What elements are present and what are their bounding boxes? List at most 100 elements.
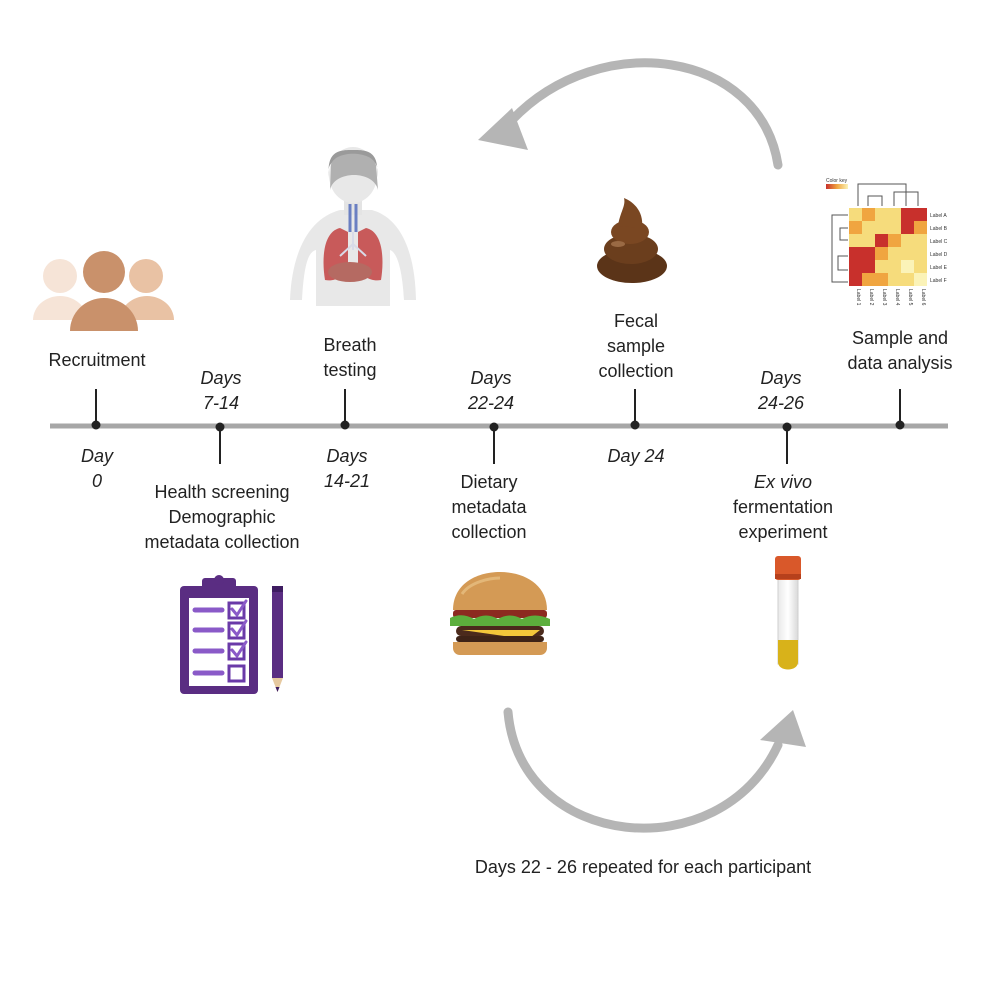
timeline-label-below-2: Days 14-21 — [324, 444, 370, 494]
timeline-label-above-6: Sample and data analysis — [847, 326, 952, 376]
timeline-label-line: 7-14 — [202, 393, 240, 413]
heatmap-cell — [914, 234, 927, 247]
heatmap-cell — [875, 234, 888, 247]
heatmap-row-label: Label E — [930, 265, 948, 271]
heatmap-cell — [901, 208, 914, 221]
heatmap-cell — [849, 247, 862, 260]
timeline-label-line: 22-24 — [467, 393, 515, 413]
heatmap-col-label: Label 4 — [894, 289, 900, 306]
heatmap-cell — [875, 221, 888, 234]
timeline-label-above-3: Days 22-24 — [468, 366, 514, 416]
heatmap-cell — [888, 260, 901, 273]
heatmap-cell — [888, 221, 901, 234]
timeline-label-line: Breath — [323, 335, 377, 355]
tick-dot-above-3 — [895, 420, 905, 430]
timeline-label-above-2: Breath testing — [323, 333, 376, 383]
heatmap-cell — [888, 208, 901, 221]
clipboard-checklist-icon — [180, 575, 258, 694]
timeline-label-below-5: Ex vivo fermentation experiment — [733, 470, 833, 545]
heatmap-cell — [914, 260, 927, 273]
heatmap-cell — [849, 234, 862, 247]
heatmap-row-label: Label D — [930, 252, 948, 258]
tick-dot-above-1 — [340, 420, 350, 430]
heatmap-grid — [849, 208, 927, 286]
heatmap-cell — [914, 221, 927, 234]
heatmap-cell — [901, 273, 914, 286]
timeline-label-line: 0 — [91, 471, 103, 491]
timeline-label-line: collection — [451, 522, 527, 542]
timeline-label-line: testing — [323, 360, 377, 380]
heatmap-cell — [901, 221, 914, 234]
timeline-label-line: Days — [200, 368, 242, 388]
heatmap-cell — [862, 260, 875, 273]
timeline-label-line: sample — [606, 336, 666, 356]
heatmap-cell — [901, 247, 914, 260]
heatmap-col-label: Label 6 — [920, 289, 926, 306]
burger-icon — [450, 572, 550, 655]
human-lungs-icon — [290, 147, 416, 306]
heatmap-cell — [849, 221, 862, 234]
timeline-label-line: Days — [760, 368, 802, 388]
heatmap-col-label: Label 2 — [868, 289, 874, 306]
timeline-label-line: Days — [326, 446, 368, 466]
pencil-icon — [272, 586, 283, 692]
timeline-label-line: Health screening — [154, 482, 290, 502]
heatmap-cell — [875, 273, 888, 286]
fecal-sample-icon — [597, 198, 667, 283]
timeline-label-line: Day 24 — [607, 446, 665, 466]
timeline-label-line: Dietary — [460, 472, 518, 492]
heatmap-cell — [914, 208, 927, 221]
heatmap-cell — [849, 260, 862, 273]
timeline-label-line: Demographic — [168, 507, 276, 527]
heatmap-cell — [849, 273, 862, 286]
timeline-label-line: 14-21 — [323, 471, 371, 491]
timeline-label-line: Day — [80, 446, 114, 466]
heatmap-col-label: Label 1 — [855, 289, 861, 306]
heatmap-cell — [862, 221, 875, 234]
timeline-label-line: metadata — [451, 497, 527, 517]
heatmap-row-label: Label F — [930, 278, 947, 284]
timeline-label-line: Ex vivo — [753, 472, 813, 492]
timeline-label-line: fermentation — [732, 497, 834, 517]
heatmap-cell — [875, 260, 888, 273]
timeline-label-line: experiment — [738, 522, 828, 542]
tick-dot-below-1 — [489, 422, 499, 432]
heatmap-col-label: Label 5 — [907, 289, 913, 306]
heatmap-cell — [875, 247, 888, 260]
timeline-label-line: Sample and — [851, 328, 949, 348]
tick-dot-below-2 — [782, 422, 792, 432]
test-tube-icon — [775, 556, 801, 670]
heatmap-cell — [901, 260, 914, 273]
timeline-label-below-0: Day 0 — [81, 444, 113, 494]
tick-dot-above-0 — [91, 420, 101, 430]
timeline-label-below-4: Day 24 — [607, 444, 664, 469]
heatmap-cell — [914, 247, 927, 260]
heatmap-cell — [888, 273, 901, 286]
heatmap-cell — [901, 234, 914, 247]
timeline-label-line: collection — [598, 361, 674, 381]
timeline-label-line: data analysis — [847, 353, 953, 373]
heatmap-cell — [862, 208, 875, 221]
heatmap-cell — [914, 273, 927, 286]
timeline-label-line: Recruitment — [48, 350, 146, 370]
heatmap-cell — [862, 273, 875, 286]
heatmap-cell — [849, 208, 862, 221]
timeline-label-above-0: Recruitment — [48, 348, 145, 373]
tick-dot-above-2 — [630, 420, 640, 430]
timeline-label-below-3: Dietary metadata collection — [451, 470, 526, 545]
timeline-label-line: Days — [470, 368, 512, 388]
heatmap-cell — [888, 247, 901, 260]
cycle-arrow-bottom — [503, 707, 806, 833]
timeline-label-line: metadata collection — [144, 532, 300, 552]
heatmap-cell — [862, 247, 875, 260]
cycle-arrow-top — [478, 58, 783, 170]
tick-dot-below-0 — [215, 422, 225, 432]
heatmap-row-label: Label A — [930, 213, 947, 219]
timeline-ticks — [91, 389, 905, 464]
timeline-label-above-1: Days 7-14 — [200, 366, 241, 416]
